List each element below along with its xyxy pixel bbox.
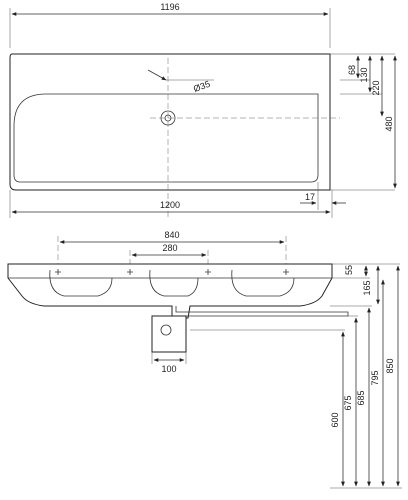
tap-marker	[205, 269, 211, 275]
dimension-68-label: 68	[347, 65, 357, 75]
dimension-1196-label: 1196	[160, 2, 179, 12]
dimension-600-label: 600	[330, 412, 340, 427]
basin-outline-top	[9, 53, 331, 191]
dimension-840-label: 840	[164, 230, 179, 240]
shelf	[175, 306, 349, 317]
dimension-220-label: 220	[371, 80, 381, 95]
dimension-130-label: 130	[359, 67, 369, 82]
tap-marker	[127, 269, 133, 275]
dimension-100-label: 100	[161, 364, 176, 374]
front-view: 840 280 100 55	[7, 230, 402, 489]
diameter-leader	[147, 69, 167, 81]
bowl-middle	[149, 269, 199, 297]
bowl-right	[231, 269, 295, 297]
dimension-675-label: 675	[343, 395, 353, 410]
dimension-480-label: 480	[384, 116, 394, 131]
basin-bowl-top	[13, 93, 319, 183]
tap-marker	[283, 269, 289, 275]
dimension-685-label: 685	[356, 390, 366, 405]
tap-marker	[55, 269, 61, 275]
dimension-55-label: 55	[344, 265, 354, 275]
top-view: 1196 Ø35 68 130 220 480 17 1	[9, 2, 397, 220]
basin-body-front	[7, 263, 333, 319]
bowl-left	[49, 269, 113, 297]
dimension-17-label: 17	[305, 192, 315, 202]
dimension-795-label: 795	[370, 370, 380, 385]
siphon-outlet	[160, 324, 172, 336]
dimension-1200-label: 1200	[160, 200, 180, 210]
dimension-280-label: 280	[162, 243, 177, 253]
dimension-850-label: 850	[385, 358, 395, 373]
dimension-165-label: 165	[362, 280, 372, 295]
